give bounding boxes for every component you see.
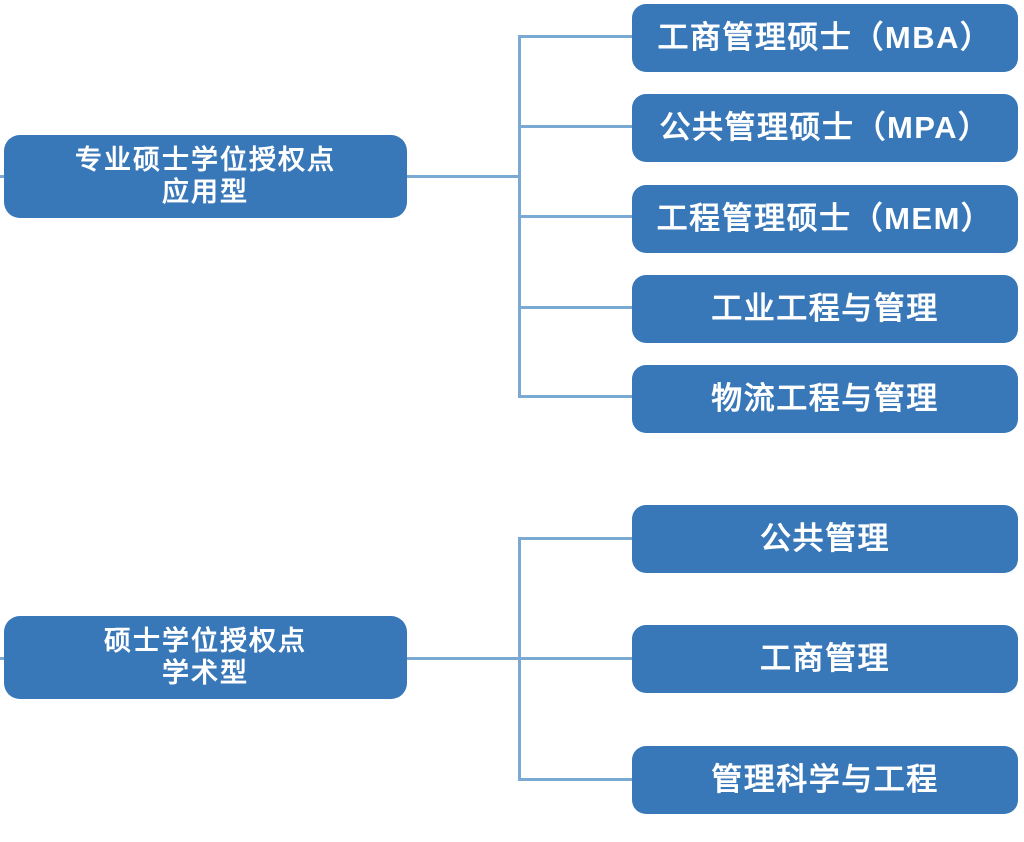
connector-branch-academic-1 <box>518 537 634 540</box>
node-management-science-and-engineering[interactable]: 管理科学与工程 <box>632 746 1018 814</box>
node-master-degree-authorization-point-academic[interactable]: 硕士学位授权点 学术型 <box>4 616 407 699</box>
connector-branch-professional-2 <box>518 125 634 128</box>
connector-branch-academic-3 <box>518 778 634 781</box>
node-professional-master-degree-authorization-point[interactable]: 专业硕士学位授权点 应用型 <box>4 135 407 218</box>
connector-branch-professional-5 <box>518 395 634 398</box>
node-logistics-engineering-and-management[interactable]: 物流工程与管理 <box>632 365 1018 433</box>
node-industrial-engineering-and-management[interactable]: 工业工程与管理 <box>632 275 1018 343</box>
connector-branch-professional-3 <box>518 215 634 218</box>
node-mpa[interactable]: 公共管理硕士（MPA） <box>632 94 1018 162</box>
connector-stem-academic <box>407 657 521 660</box>
node-mba[interactable]: 工商管理硕士（MBA） <box>632 4 1018 72</box>
node-mem[interactable]: 工程管理硕士（MEM） <box>632 185 1018 253</box>
connector-branch-professional-1 <box>518 35 634 38</box>
node-business-administration[interactable]: 工商管理 <box>632 625 1018 693</box>
connector-branch-academic-2 <box>518 657 634 660</box>
connector-stem-professional <box>407 175 521 178</box>
node-public-administration[interactable]: 公共管理 <box>632 505 1018 573</box>
connector-branch-professional-4 <box>518 306 634 309</box>
